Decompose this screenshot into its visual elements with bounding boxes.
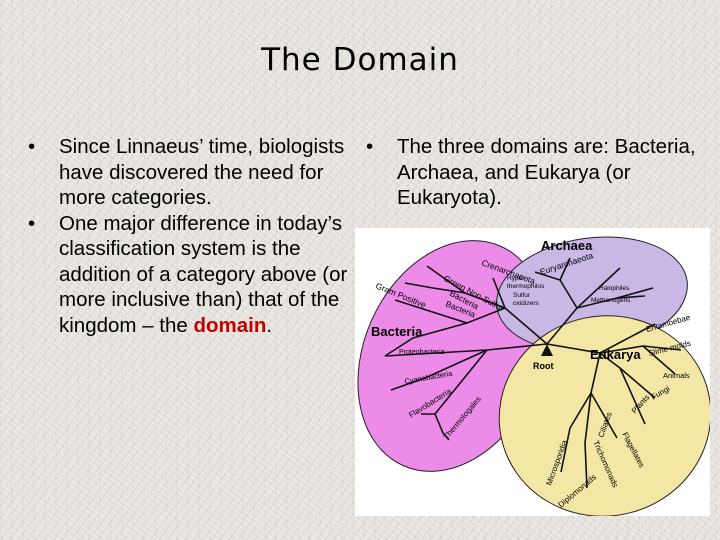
root-arrow [541, 344, 553, 356]
label-bacteria: Bacteria [371, 324, 423, 339]
left-column: Since Linnaeus’ time, biologists have di… [20, 134, 360, 338]
bullet-major-difference: One major difference in today’s classifi… [20, 211, 360, 339]
slide-title: The Domain [261, 42, 459, 78]
left-bullet-list: Since Linnaeus’ time, biologists have di… [20, 134, 360, 338]
label-hyper-2: thermophilos [507, 283, 545, 290]
label-halophiles: Halophiles [599, 285, 630, 292]
label-animals: Animals [663, 371, 690, 380]
label-sulfur-2: oxidizers [513, 300, 539, 307]
label-archaea: Archaea [541, 238, 593, 253]
label-sulfur-1: Sulfur [513, 292, 531, 299]
label-proteobacteria: Proteobacteria [399, 349, 445, 356]
label-root: Root [533, 361, 554, 371]
tree-svg: Archaea Bacteria Eukarya Root Crenarchae… [355, 228, 710, 516]
label-hyper-1: Hyper- [507, 275, 527, 282]
right-column: The three domains are: Bacteria, Archaea… [358, 134, 698, 211]
phylogenetic-tree-diagram: Archaea Bacteria Eukarya Root Crenarchae… [355, 228, 710, 516]
bullet-three-domains: The three domains are: Bacteria, Archaea… [358, 134, 698, 211]
tree-branches [384, 257, 682, 489]
bullet-major-difference-text: One major difference in today’s classifi… [59, 211, 348, 337]
bullet-tail: . [266, 313, 273, 337]
highlight-domain: domain [193, 313, 267, 337]
bullet-linnaeus: Since Linnaeus’ time, biologists have di… [20, 134, 360, 211]
right-bullet-list: The three domains are: Bacteria, Archaea… [358, 134, 698, 211]
label-eukarya: Eukarya [590, 347, 641, 362]
label-methanogens: Methanogens [591, 297, 631, 304]
